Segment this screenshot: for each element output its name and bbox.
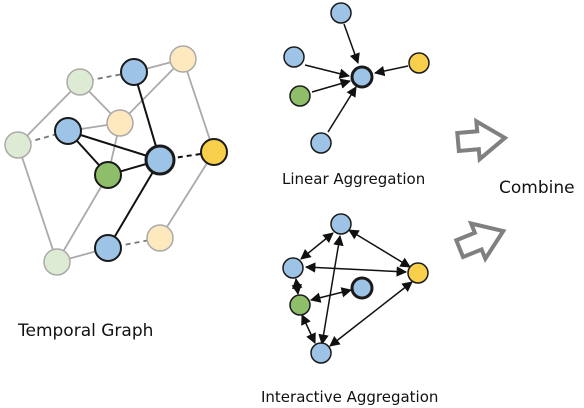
dashed-edges — [17, 71, 161, 249]
center-node — [144, 144, 176, 176]
center-node — [350, 276, 374, 300]
blue-node — [330, 2, 352, 24]
combine-label: Combine — [499, 178, 575, 198]
temporal-edges — [17, 58, 215, 263]
green-node — [289, 85, 311, 107]
yellow-node — [200, 138, 228, 166]
temporal-graph-label: Temporal Graph — [17, 321, 153, 341]
interactive-aggregation-label: Interactive Aggregation — [261, 388, 438, 406]
blue-node — [54, 117, 82, 145]
faded-yellow-node — [106, 109, 134, 137]
temporal-graph: Temporal Graph — [4, 45, 228, 341]
combine-section: Combine — [453, 117, 575, 264]
faded-green-node — [4, 131, 32, 159]
linear-aggregation: Linear Aggregation — [282, 2, 430, 188]
yellow-node — [407, 262, 429, 284]
faded-yellow-node — [169, 45, 197, 73]
blue-node — [330, 213, 352, 235]
blue-node — [94, 234, 122, 262]
lower-arrow-icon — [453, 220, 507, 264]
faded-yellow-node — [146, 224, 174, 252]
blue-node — [283, 46, 305, 68]
interactive-arrows — [291, 229, 413, 347]
linear-aggregation-label: Linear Aggregation — [282, 170, 425, 188]
blue-node — [310, 342, 332, 364]
faded-green-node — [66, 68, 94, 96]
faded-green-node — [43, 248, 71, 276]
green-node — [289, 294, 311, 316]
linear-arrows — [304, 23, 409, 133]
blue-node — [310, 132, 332, 154]
upper-arrow-icon — [455, 117, 509, 164]
blue-node — [282, 257, 304, 279]
interactive-aggregation: Interactive Aggregation — [261, 213, 438, 406]
green-node — [94, 161, 122, 189]
yellow-node — [408, 52, 430, 74]
center-node — [350, 65, 374, 89]
blue-node — [120, 58, 148, 86]
